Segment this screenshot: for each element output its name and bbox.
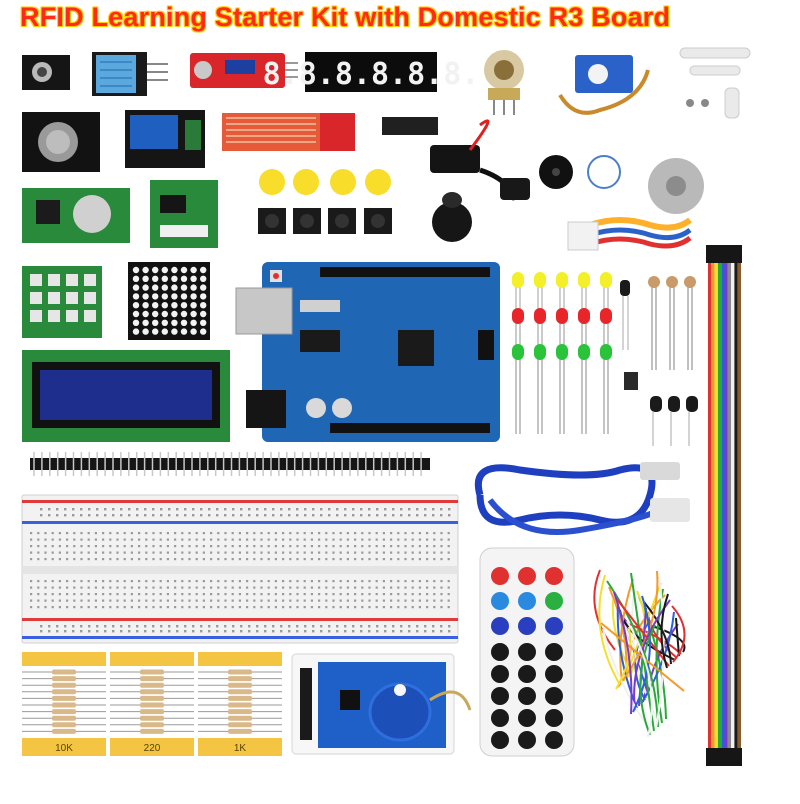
buzzer — [539, 155, 573, 189]
servo-motor — [558, 55, 650, 115]
stepper-motor — [567, 158, 704, 251]
sensor-module-black — [22, 55, 70, 90]
relay-module — [125, 110, 205, 168]
lcd-1602-module — [22, 350, 230, 442]
driver-board-module — [150, 180, 218, 248]
dht11-sensor-module — [92, 52, 168, 96]
sticker-label — [587, 155, 621, 189]
joystick-cap — [432, 192, 472, 242]
seven-segment-display: 8.8.8.8.8.8. — [263, 52, 480, 92]
rfid-module — [291, 653, 472, 755]
tactile-buttons — [258, 208, 392, 234]
ic-chip — [382, 117, 438, 135]
uno-r3-board — [235, 262, 500, 442]
segment-digits: 8.8.8.8.8.8. — [263, 57, 480, 92]
battery-clip — [430, 119, 530, 201]
potentiometer — [484, 50, 524, 115]
rtc-clock-module — [22, 188, 130, 243]
resistor-pack-label: 220 — [144, 743, 161, 754]
ir-remote — [479, 547, 575, 757]
sound-sensor-module — [190, 53, 298, 88]
breadboard — [21, 494, 459, 644]
water-level-sensor — [222, 113, 355, 151]
servo-horns — [679, 47, 751, 119]
led-dot-matrix — [128, 262, 210, 340]
product-title: RFID Learning Starter Kit with Domestic … — [20, 2, 671, 32]
ir-receiver-and-sensors — [620, 280, 698, 446]
push-button-caps — [259, 169, 391, 195]
resistor-pack-label: 10K — [55, 743, 73, 754]
pin-header-strip — [30, 452, 430, 476]
resistor-packs: 10K 220 1K — [22, 652, 282, 756]
leds — [512, 272, 612, 434]
usb-cable — [475, 462, 690, 535]
ribbon-jumper-wires — [706, 245, 742, 766]
joystick-module — [22, 112, 100, 172]
resistor-pack-label: 1K — [234, 743, 247, 754]
photoresistors — [648, 276, 696, 370]
membrane-keypad — [22, 266, 102, 338]
loose-jumper-wires — [593, 569, 686, 738]
